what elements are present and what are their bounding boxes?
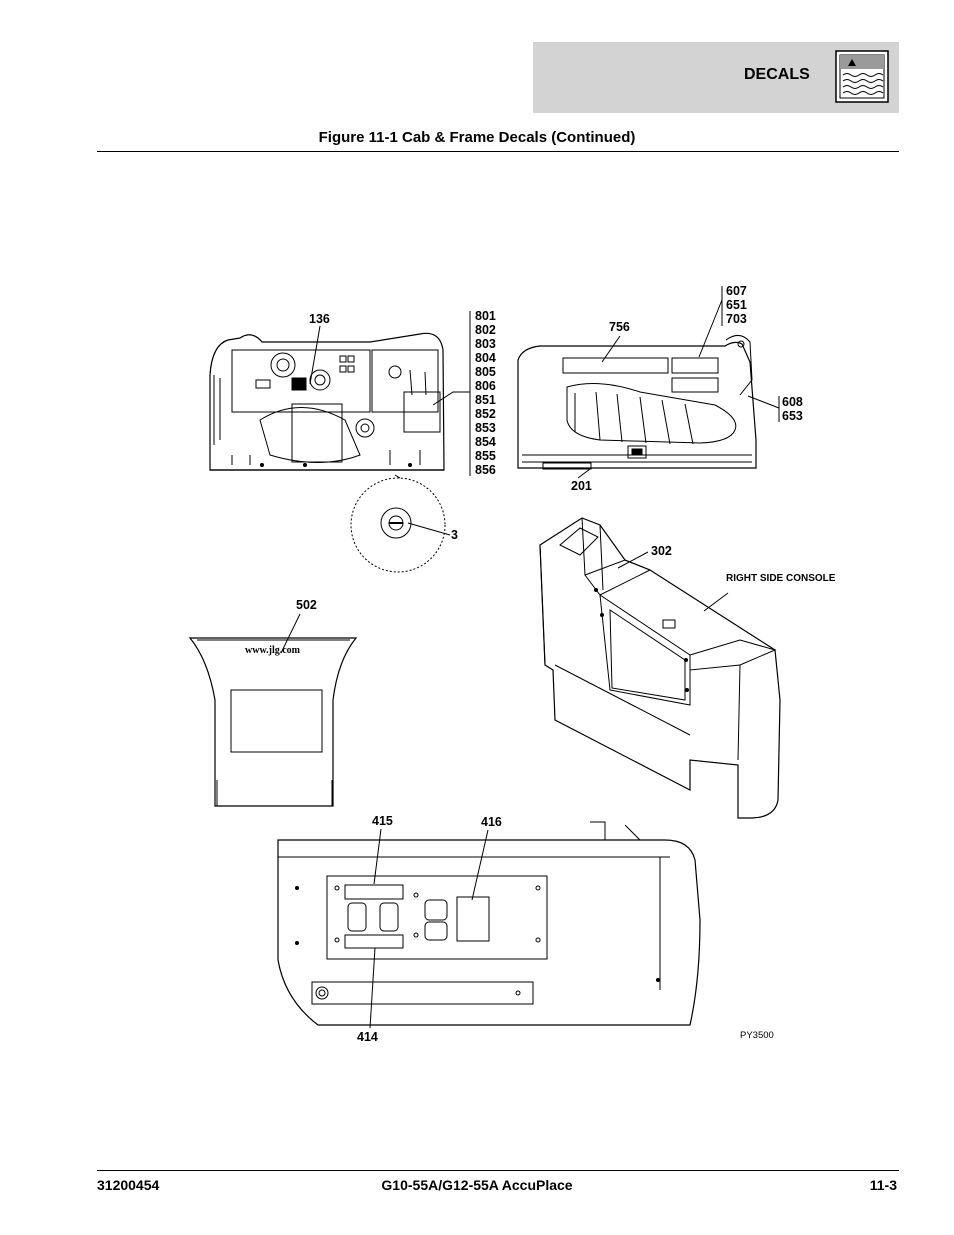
footer-rule: [97, 1170, 899, 1171]
callout-703: 703: [726, 312, 747, 326]
callout-805: 805: [475, 365, 496, 379]
hood-drawing: [517, 335, 757, 470]
wave-decal-icon: [835, 50, 889, 103]
callout-416: 416: [481, 815, 502, 829]
url-decal-text: www.jlg.com: [245, 645, 301, 656]
panel-drawing: [188, 637, 358, 807]
callout-414: 414: [357, 1030, 378, 1044]
callout-801: 801: [475, 309, 496, 323]
model-name: G10-55A/G12-55A AccuPlace: [381, 1177, 573, 1193]
callout-855: 855: [475, 449, 496, 463]
callout-856: 856: [475, 463, 496, 477]
doc-number: 31200454: [97, 1177, 160, 1193]
title-rule: [97, 151, 899, 152]
callout-854: 854: [475, 435, 496, 449]
figure-title: Figure 11-1 Cab & Frame Decals (Continue…: [318, 129, 636, 146]
control-panel-drawing: [277, 821, 701, 1026]
figure-code: PY3500: [740, 1030, 774, 1041]
callout-502: 502: [296, 598, 317, 612]
callout-804: 804: [475, 351, 496, 365]
callout-651: 651: [726, 298, 747, 312]
callout-806: 806: [475, 379, 496, 393]
callout-756: 756: [609, 320, 630, 334]
callout-853: 853: [475, 421, 496, 435]
callout-607: 607: [726, 284, 747, 298]
callout-608: 608: [782, 395, 803, 409]
callout-3: 3: [451, 528, 458, 542]
callout-803: 803: [475, 337, 496, 351]
console-label: RIGHT SIDE CONSOLE: [726, 573, 836, 584]
callout-302: 302: [651, 544, 672, 558]
section-title: DECALS: [744, 66, 810, 83]
callout-136: 136: [309, 312, 330, 326]
console-drawing: [539, 517, 781, 819]
callout-415: 415: [372, 814, 393, 828]
callout-802: 802: [475, 323, 496, 337]
callout-653: 653: [782, 409, 803, 423]
callout-851: 851: [475, 393, 496, 407]
callout-201: 201: [571, 479, 592, 493]
callout-852: 852: [475, 407, 496, 421]
dashboard-drawing: [209, 332, 445, 471]
page-number: 11-3: [869, 1177, 897, 1193]
